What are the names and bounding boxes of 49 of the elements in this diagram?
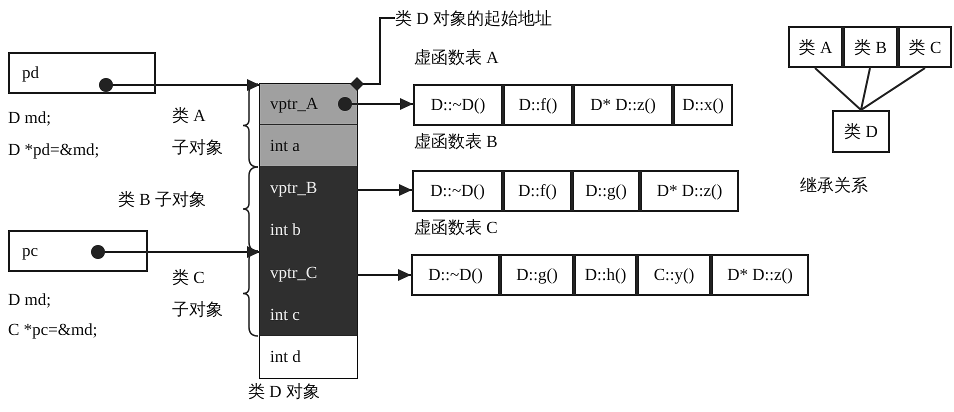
connector-line bbox=[860, 67, 926, 111]
code-line: D *pd=&md; bbox=[8, 140, 100, 160]
class-box: 类 C bbox=[898, 26, 952, 68]
code-line: D md; bbox=[8, 108, 51, 128]
table-cell: C::y() bbox=[637, 254, 711, 296]
node-label: 类 D 对象 bbox=[248, 382, 320, 402]
pointer-box: pc bbox=[8, 230, 148, 272]
memory-slot: int a bbox=[260, 125, 357, 167]
table-cell: D::g() bbox=[500, 254, 574, 296]
table-cell: D* D::z() bbox=[711, 254, 809, 296]
brace-label: 类 A 子对象 bbox=[172, 105, 224, 159]
brace-label: 类 C 子对象 bbox=[172, 267, 224, 321]
table-cell: D* D::z() bbox=[573, 84, 673, 126]
memory-slot: vptr_C bbox=[260, 251, 357, 294]
memory-slot: int d bbox=[260, 336, 357, 378]
table-title: 虚函数表 B bbox=[414, 132, 498, 152]
table-cell: D::~D() bbox=[413, 84, 503, 126]
connector-line bbox=[814, 67, 862, 111]
class-box: 类 A bbox=[788, 26, 843, 68]
table-cell: D::~D() bbox=[411, 254, 500, 296]
memory-slot: vptr_B bbox=[260, 167, 357, 209]
table-cell: D::f() bbox=[503, 84, 573, 126]
table-cell: D::h() bbox=[574, 254, 637, 296]
code-line: C *pc=&md; bbox=[8, 320, 98, 340]
table-cell: D::f() bbox=[503, 170, 572, 212]
table-cell: D::x() bbox=[673, 84, 733, 126]
class-box: 类 B bbox=[843, 26, 898, 68]
table-title: 虚函数表 C bbox=[414, 218, 498, 238]
pointer-box: pd bbox=[8, 52, 156, 94]
memory-slot: vptr_A bbox=[260, 84, 357, 125]
connector-line bbox=[860, 68, 871, 110]
arrow bbox=[91, 245, 260, 259]
brace-label: 类 B 子对象 bbox=[118, 190, 206, 210]
arrow bbox=[338, 97, 413, 111]
address-note: 类 D 对象的起始地址 bbox=[395, 7, 605, 29]
arrow bbox=[99, 78, 260, 92]
code-line: D md; bbox=[8, 290, 51, 310]
table-cell: D::~D() bbox=[412, 170, 503, 212]
table-cell: D::g() bbox=[572, 170, 640, 212]
caption: 继承关系 bbox=[800, 176, 868, 196]
table-title: 虚函数表 A bbox=[414, 48, 499, 68]
class-box: 类 D bbox=[832, 110, 890, 153]
arrow bbox=[357, 269, 411, 281]
memory-slot: int c bbox=[260, 294, 357, 336]
leader-line bbox=[350, 17, 395, 91]
table-cell: D* D::z() bbox=[640, 170, 739, 212]
memory-slot: int b bbox=[260, 209, 357, 251]
arrow bbox=[357, 184, 412, 196]
object-box bbox=[260, 84, 357, 378]
